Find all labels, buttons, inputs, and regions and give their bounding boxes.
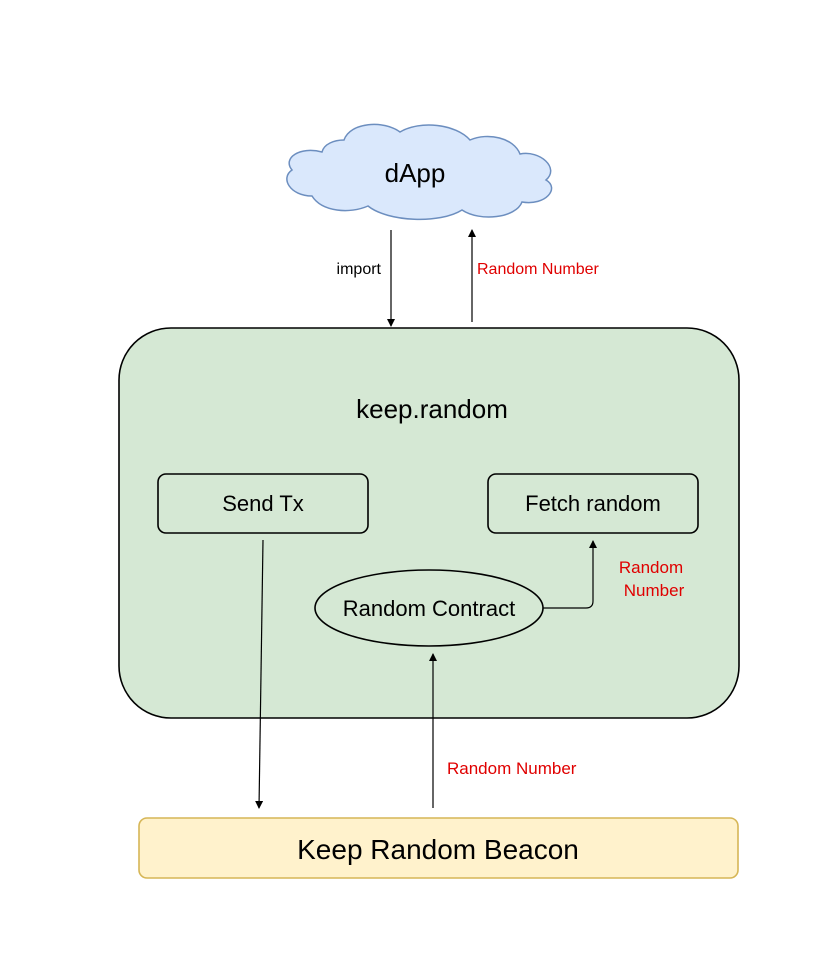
fetch-random-label: Fetch random (525, 491, 661, 516)
send-tx-node[interactable]: Send Tx (157, 473, 369, 534)
send-tx-to-beacon-arrow (255, 539, 264, 809)
keep-random-container[interactable]: keep.random (118, 327, 740, 719)
beacon-to-contract-label: Random Number (447, 759, 577, 778)
dapp-return-label: Random Number (477, 261, 600, 278)
fetch-random-node[interactable]: Fetch random (487, 473, 699, 534)
random-contract-node[interactable]: Random Contract (314, 569, 544, 647)
import-label: import (337, 261, 382, 278)
cloud-shape (286, 123, 553, 221)
random-contract-label: Random Contract (343, 596, 515, 621)
contract-to-fetch-arrow (543, 540, 597, 609)
contract-to-fetch-label-line2: Number (624, 581, 685, 600)
contract-to-fetch-label-line1: Random (619, 558, 683, 577)
send-tx-label: Send Tx (222, 491, 304, 516)
beacon-shape (138, 817, 739, 879)
keep-random-beacon-node[interactable]: Keep Random Beacon (138, 817, 739, 879)
beacon-label: Keep Random Beacon (297, 834, 579, 865)
container-shape (118, 327, 740, 719)
keep-random-title: keep.random (356, 394, 508, 424)
fetch-random-shape (487, 473, 699, 534)
dapp-label: dApp (385, 158, 446, 188)
dapp-cloud-node[interactable]: dApp (286, 123, 553, 221)
send-tx-shape (157, 473, 369, 534)
